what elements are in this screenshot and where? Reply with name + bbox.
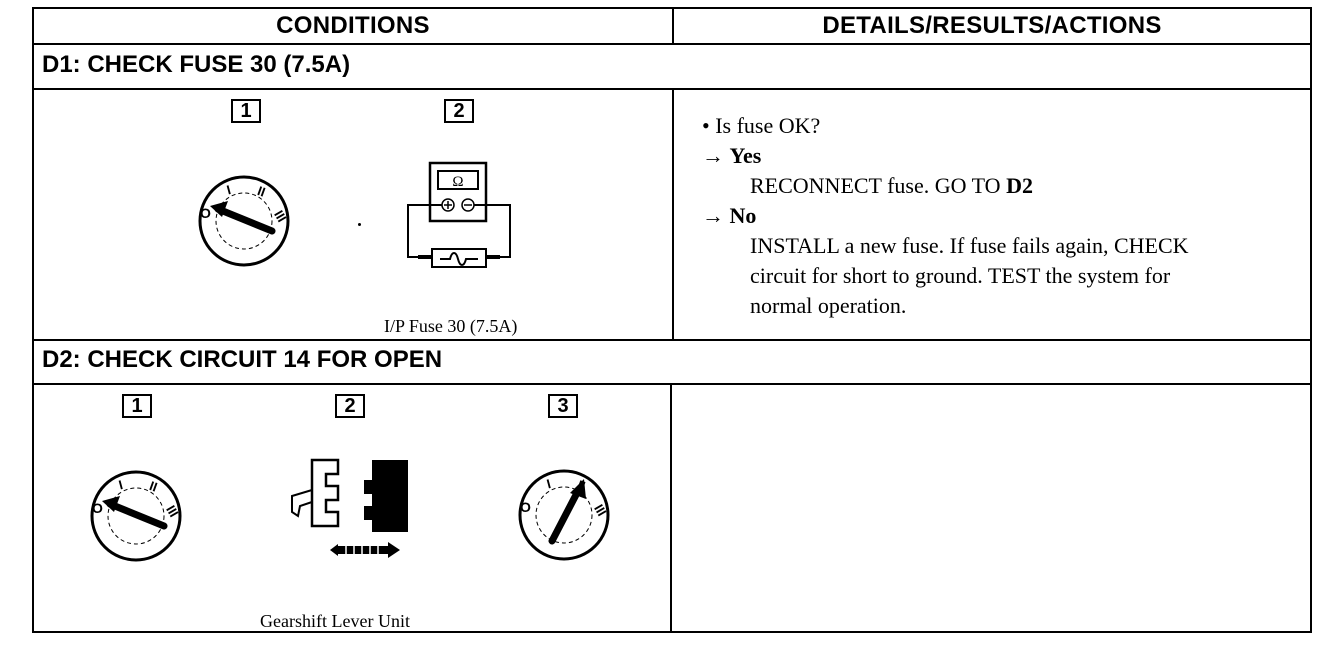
d1-title: D1: CHECK FUSE 30 (7.5A) (42, 51, 351, 78)
d1-caption: I/P Fuse 30 (7.5A) (384, 316, 518, 336)
d2-step-3-box: 3 (548, 394, 578, 418)
svg-text:II: II (576, 477, 588, 494)
yes-branch: → Yes (702, 141, 1189, 171)
svg-text:I: I (545, 476, 552, 491)
no-branch: → No (702, 201, 1189, 231)
ignition-pos2-label: II (256, 183, 268, 200)
d2-details-cell (674, 385, 1310, 631)
diagnostic-table: CONDITIONS DETAILS/RESULTS/ACTIONS D1: C… (32, 7, 1312, 633)
svg-text:O: O (520, 499, 531, 515)
no-action-line-2: circuit for short to ground. TEST the sy… (750, 263, 1171, 288)
yes-label: Yes (729, 143, 762, 168)
d2-step-2-box: 2 (335, 394, 365, 418)
no-action-line-1: INSTALL a new fuse. If fuse fails again,… (750, 233, 1189, 258)
header-column-divider (672, 9, 674, 45)
d2-column-divider (670, 383, 672, 631)
ignition-switch-off-icon: O I II III (198, 175, 290, 267)
d2-caption: Gearshift Lever Unit (260, 611, 410, 631)
ignition-switch-off-icon-2: O I II III (90, 470, 182, 562)
svg-text:II: II (148, 478, 160, 495)
d2-title: D2: CHECK CIRCUIT 14 FOR OPEN (42, 346, 443, 373)
no-label: No (729, 203, 757, 228)
ignition-switch-run-icon: O I II III (518, 469, 610, 561)
d2-title-divider (34, 383, 1310, 385)
d1-step-2-box: 2 (444, 99, 474, 123)
gearshift-connector-icon (291, 458, 408, 558)
yes-action: RECONNECT fuse. GO TO D2 (702, 171, 1189, 201)
no-action-line-3: normal operation. (750, 293, 907, 318)
no-arrow: → (702, 203, 724, 228)
d1-details: • Is fuse OK? → Yes RECONNECT fuse. GO T… (702, 111, 1189, 321)
d1-column-divider (672, 88, 674, 341)
svg-text:O: O (92, 500, 103, 516)
fuse-ok-question: • Is fuse OK? (702, 113, 821, 138)
yes-arrow: → (702, 143, 724, 168)
ignition-off-label: O (200, 205, 211, 221)
speck-dot (358, 223, 361, 226)
d2-step-1-box: 1 (122, 394, 152, 418)
yes-action-target: D2 (1006, 173, 1033, 198)
details-header: DETAILS/RESULTS/ACTIONS (822, 12, 1162, 39)
svg-text:I: I (117, 477, 124, 492)
ohm-symbol: Ω (452, 174, 463, 190)
conditions-header: CONDITIONS (276, 12, 430, 39)
ohmmeter-fuse-icon: Ω (407, 161, 511, 268)
yes-action-text: RECONNECT fuse. GO TO (750, 173, 1007, 198)
d1-step-1-box: 1 (231, 99, 261, 123)
ignition-pos1-label: I (225, 182, 232, 197)
